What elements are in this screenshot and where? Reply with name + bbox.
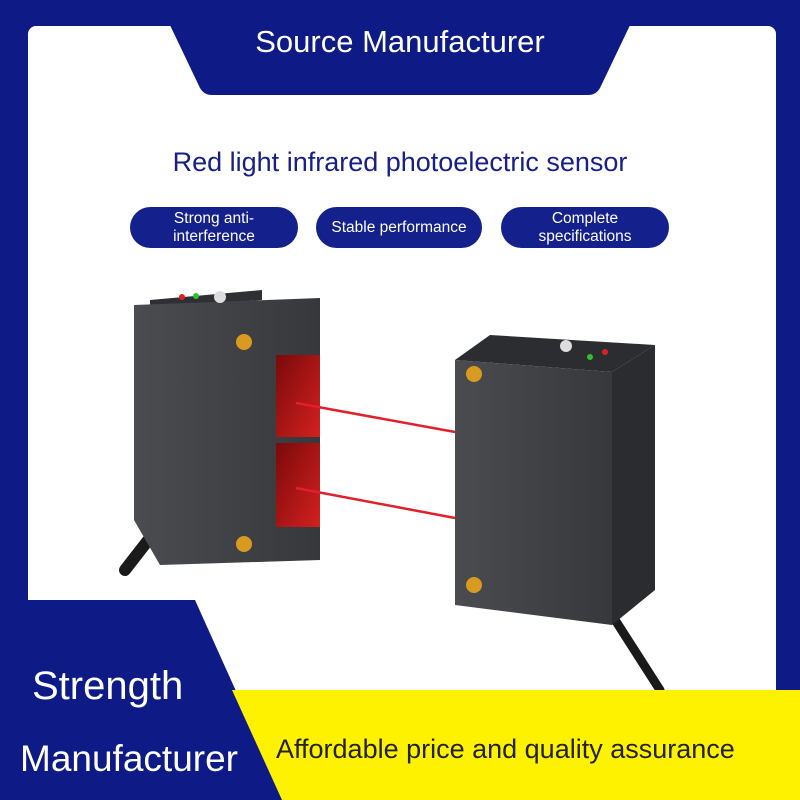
feature-pill-stable: Stable performance: [316, 207, 482, 248]
product-title: Red light infrared photoelectric sensor: [172, 147, 628, 177]
footer-strength: Strength: [32, 664, 184, 708]
laser-beam-top: [295, 401, 456, 434]
feature-pill-anti-interference: Strong anti- interference: [130, 207, 298, 248]
header-tab: [158, 0, 642, 95]
header-title: Source Manufacturer: [255, 24, 545, 59]
footer-manufacturer: Manufacturer: [20, 738, 238, 779]
footer-slogan: Affordable price and quality assurance: [276, 734, 735, 764]
right-sensor: [455, 335, 665, 695]
laser-beam-bottom: [295, 486, 456, 520]
feature-pill-specifications: Complete specifications: [501, 207, 669, 248]
left-sensor: [119, 290, 320, 576]
